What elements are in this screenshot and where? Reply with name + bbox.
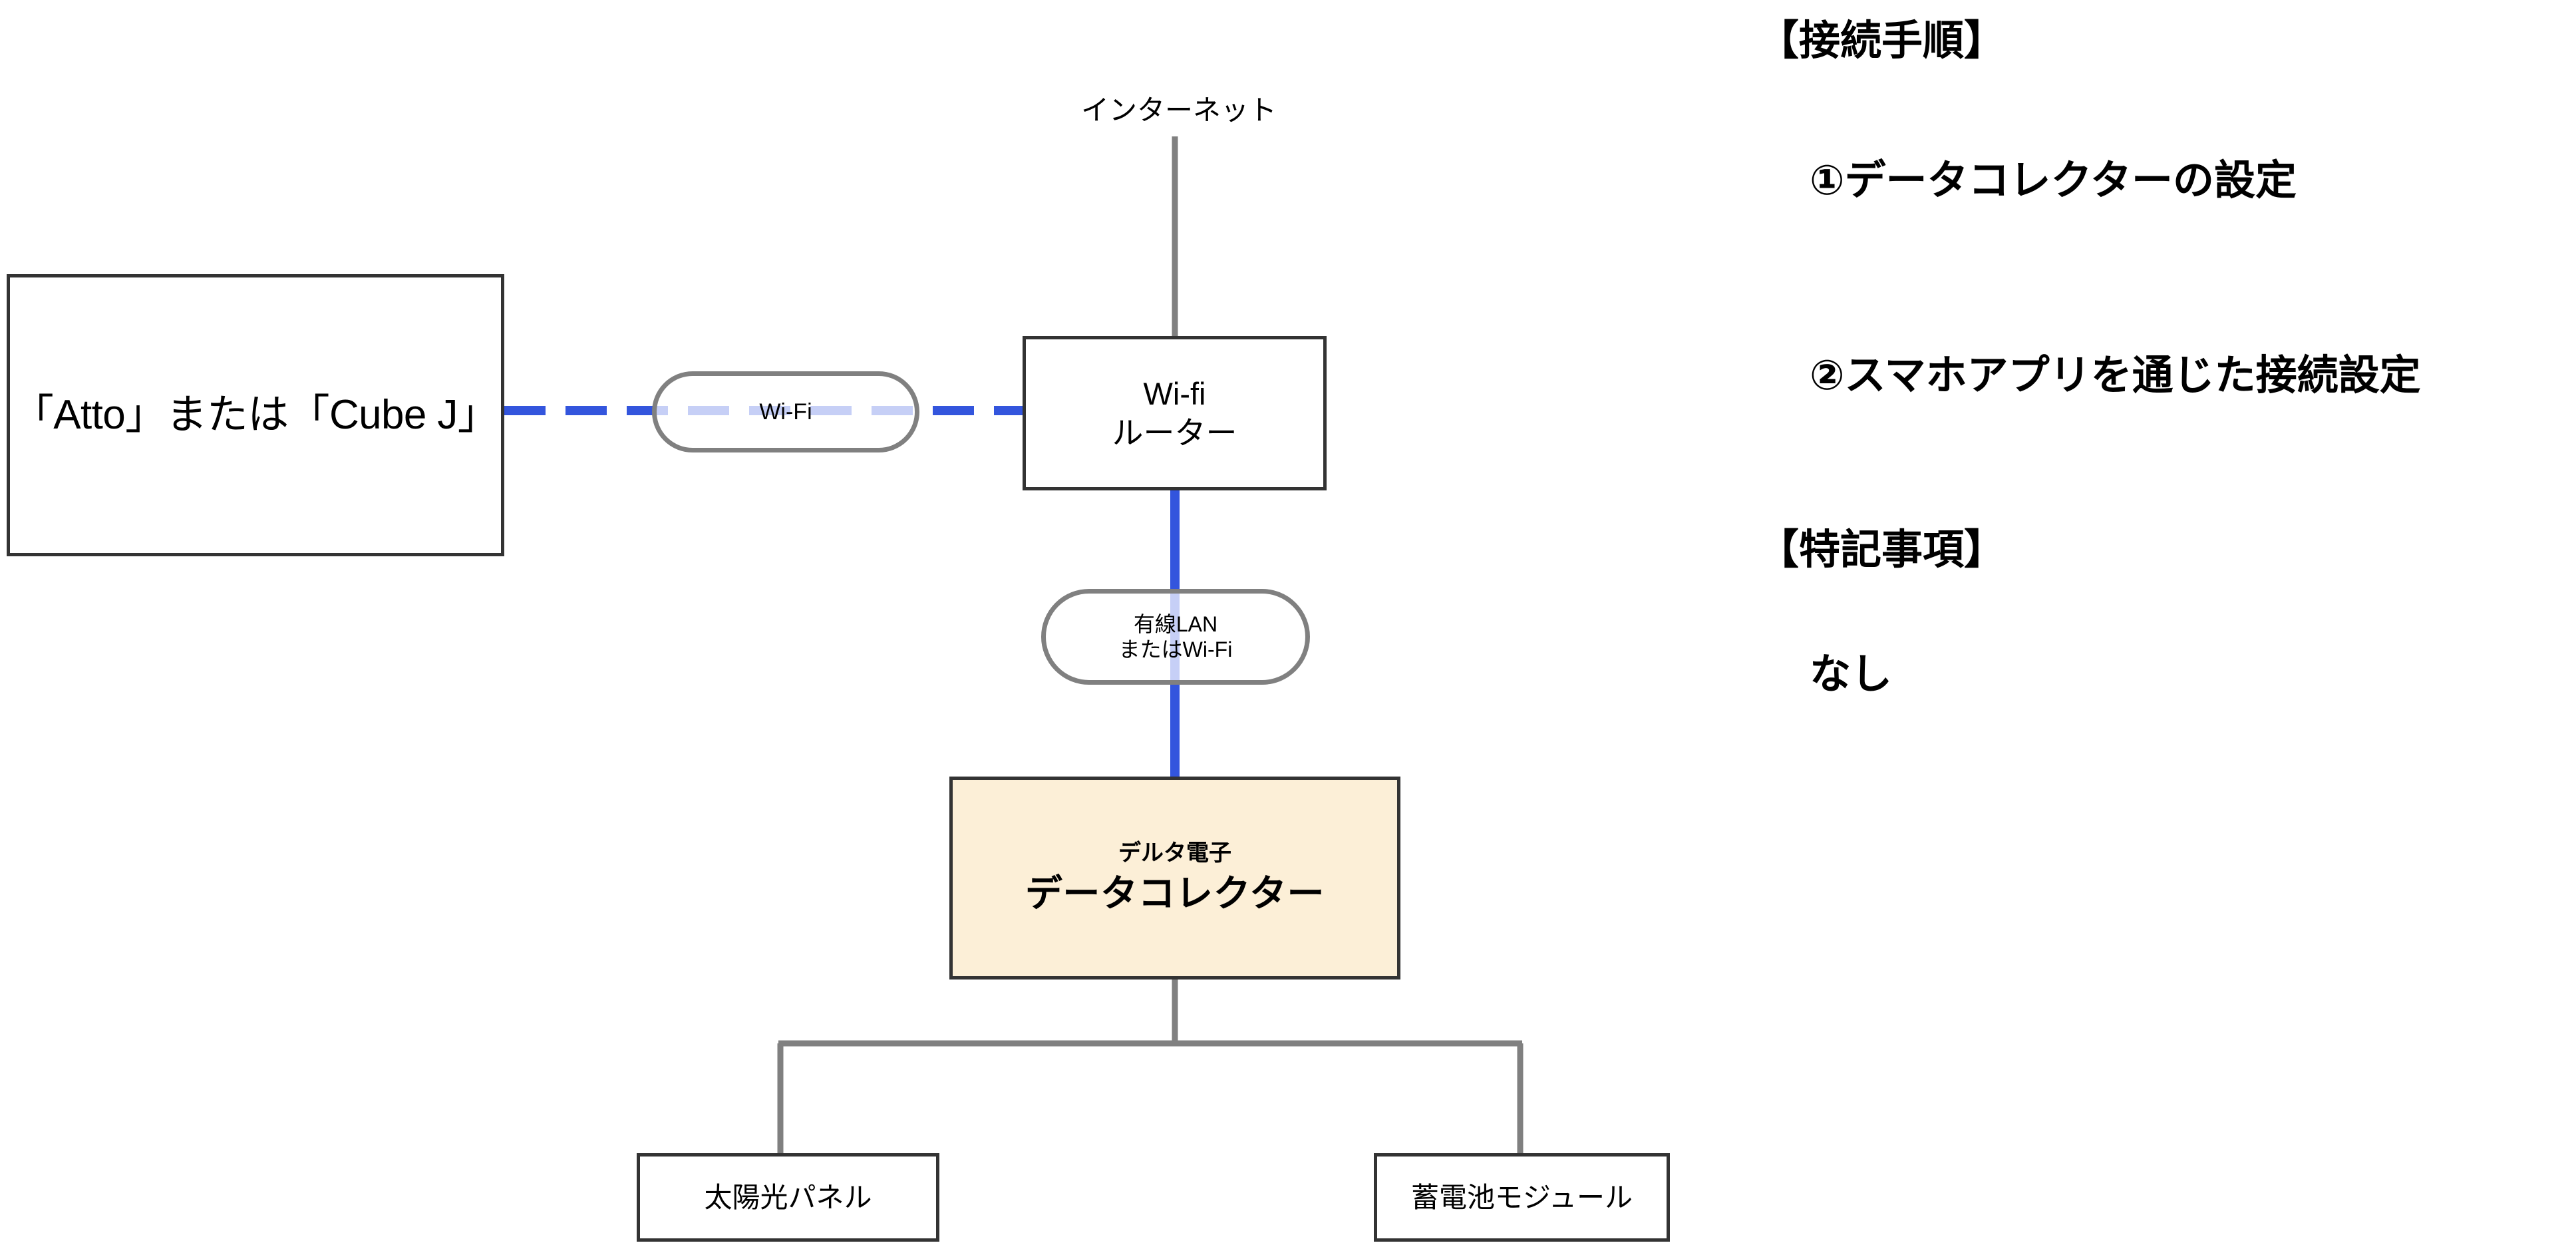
- node-client-device-label: 「Atto」または「Cube J」: [12, 392, 499, 439]
- link-label-wifi-text: Wi-Fi: [759, 399, 812, 425]
- link-label-wired-lan: 有線LAN またはWi-Fi: [1041, 589, 1310, 685]
- node-battery-module[interactable]: 蓄電池モジュール: [1374, 1153, 1670, 1242]
- notes-procedure-step-2: ②スマホアプリを通じた接続設定: [1810, 353, 2421, 399]
- label-internet: インターネット: [1081, 88, 1277, 128]
- link-label-wired-lan-line2: またはWi-Fi: [1118, 637, 1233, 661]
- link-label-wired-lan-line1: 有線LAN: [1133, 612, 1218, 636]
- node-client-device[interactable]: 「Atto」または「Cube J」: [7, 274, 504, 556]
- node-wifi-router[interactable]: Wi-fi ルーター: [1023, 336, 1327, 490]
- node-data-collector-product: データコレクター: [1025, 872, 1325, 915]
- notes-remarks-value: なし: [1810, 651, 1893, 697]
- node-data-collector-vendor: デルタ電子: [1118, 840, 1231, 866]
- node-wifi-router-label-line1: Wi-fi: [1143, 375, 1206, 411]
- node-solar-panel[interactable]: 太陽光パネル: [637, 1153, 939, 1242]
- node-data-collector[interactable]: デルタ電子 データコレクター: [949, 777, 1400, 980]
- link-label-wifi: Wi-Fi: [652, 371, 919, 452]
- node-solar-panel-label: 太陽光パネル: [704, 1181, 872, 1213]
- notes-procedure-heading: 【接続手順】: [1758, 18, 2006, 64]
- node-battery-module-label: 蓄電池モジュール: [1410, 1181, 1633, 1213]
- node-wifi-router-label-line2: ルーター: [1112, 415, 1237, 450]
- notes-panel: 【接続手順】 ①データコレクターの設定 ②スマホアプリを通じた接続設定 【特記事…: [1743, 0, 2576, 1247]
- notes-remarks-heading: 【特記事項】: [1758, 527, 2006, 573]
- label-internet-text: インターネット: [1081, 94, 1277, 126]
- notes-procedure-step-1: ①データコレクターの設定: [1810, 158, 2297, 204]
